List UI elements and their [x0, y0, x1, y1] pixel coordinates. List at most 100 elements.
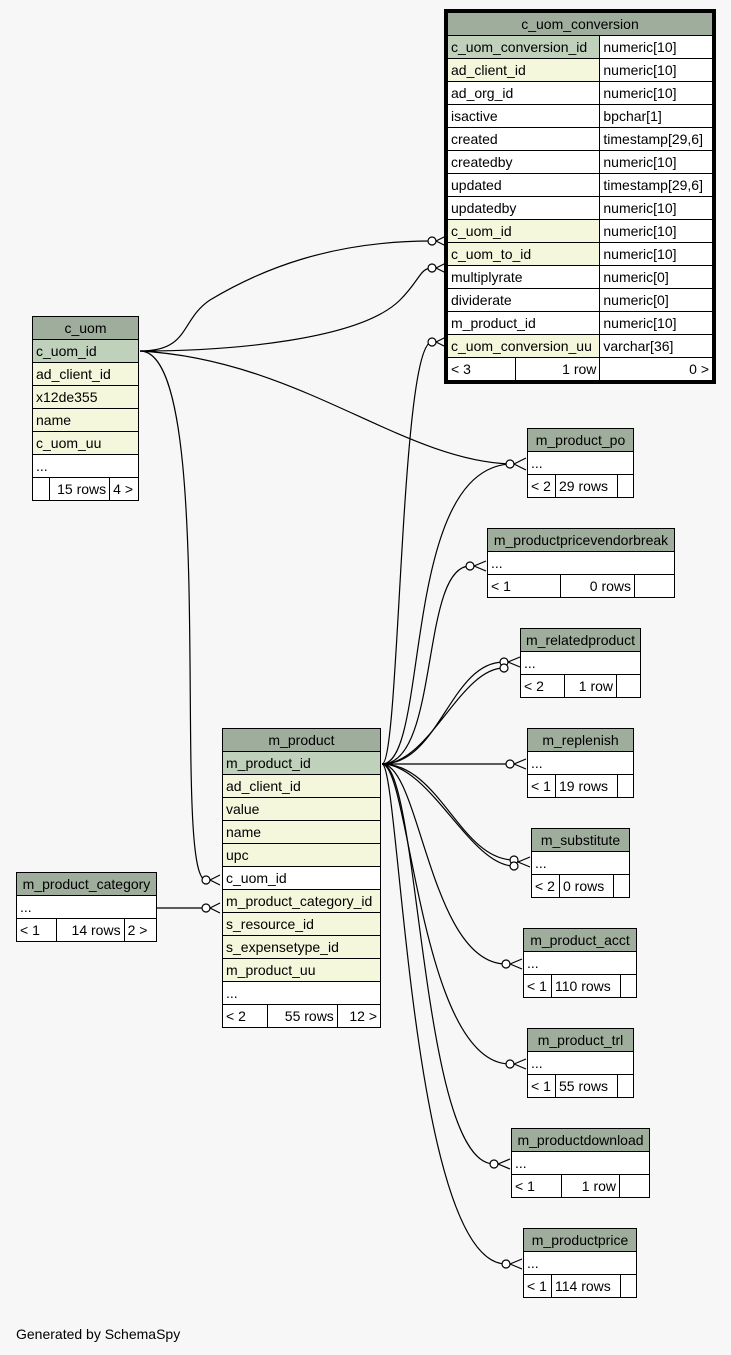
edge-relatedproduct-2 — [381, 667, 505, 765]
edge-product-po-c-uom — [139, 350, 511, 465]
row-count: 15 rows — [48, 477, 111, 501]
row-count: 1 row — [561, 1174, 620, 1198]
column-name: ... — [222, 981, 381, 1005]
column-type: numeric[10] — [599, 35, 713, 59]
parents-link[interactable]: < 3 — [447, 357, 516, 381]
edge-product-po — [381, 463, 511, 765]
edge-c-uom-conversion-c-uom — [139, 240, 433, 352]
children-link[interactable] — [617, 474, 634, 498]
row-count: 19 rows — [555, 774, 618, 798]
column-type: numeric[10] — [599, 242, 713, 266]
edge-substitute-2 — [381, 763, 515, 867]
column-name: ad_client_id — [222, 774, 381, 798]
table-title: m_product_po — [527, 428, 634, 452]
column-name: ... — [511, 1151, 650, 1175]
children-link[interactable] — [616, 674, 641, 698]
table-m-product[interactable]: m_product m_product_id ad_client_id valu… — [222, 728, 382, 1028]
edge-product-c-uom — [139, 350, 207, 881]
column-name: value — [222, 797, 381, 821]
column-name: multiplyrate — [446, 265, 601, 289]
children-link[interactable]: 2 > — [123, 918, 158, 942]
column-name: m_product_category_id — [222, 889, 381, 913]
parents-link[interactable]: < 1 — [523, 1274, 552, 1298]
column-type: numeric[10] — [599, 58, 713, 82]
children-link[interactable]: 12 > — [336, 1004, 382, 1028]
row-count: 55 rows — [555, 1074, 618, 1098]
parents-link[interactable]: < 2 — [531, 874, 560, 898]
table-title: m_productprice — [523, 1228, 637, 1252]
table-title: c_uom_conversion — [447, 12, 713, 36]
children-link[interactable] — [620, 1274, 637, 1298]
children-link[interactable]: 0 > — [599, 357, 713, 381]
edge-productpricevendorbreak — [381, 565, 471, 765]
children-link[interactable] — [634, 574, 675, 598]
column-name: updated — [446, 173, 601, 197]
parents-link[interactable]: < 1 — [487, 574, 561, 598]
edge-productprice — [381, 763, 507, 1265]
parents-link[interactable]: < 2 — [527, 474, 556, 498]
column-name: createdby — [446, 150, 601, 174]
column-name: ad_client_id — [446, 58, 601, 82]
column-type: timestamp[29,6] — [599, 127, 713, 151]
column-name: s_expensetype_id — [222, 935, 381, 959]
generated-by-note: Generated by SchemaSpy — [16, 1326, 181, 1342]
column-type: numeric[10] — [599, 150, 713, 174]
row-count: 0 rows — [559, 874, 614, 898]
children-link[interactable] — [617, 774, 634, 798]
column-name: ad_org_id — [446, 81, 601, 105]
parents-link[interactable]: < 1 — [511, 1174, 562, 1198]
column-type: bpchar[1] — [599, 104, 713, 128]
column-name: c_uom_id — [222, 866, 381, 890]
table-title: m_relatedproduct — [520, 628, 641, 652]
table-title: m_productpricevendorbreak — [487, 528, 675, 552]
column-name: ... — [523, 1251, 637, 1275]
column-type: varchar[36] — [599, 334, 713, 358]
parents-link[interactable]: < 1 — [16, 918, 57, 942]
parents-link[interactable]: < 2 — [520, 674, 565, 698]
column-name: upc — [222, 843, 381, 867]
column-name: ... — [32, 454, 139, 478]
column-name: m_product_id — [446, 311, 601, 335]
column-name: s_resource_id — [222, 912, 381, 936]
edge-productdownload — [381, 763, 495, 1165]
children-link[interactable]: 4 > — [109, 477, 139, 501]
children-link[interactable] — [619, 1174, 650, 1198]
parents-link[interactable] — [32, 477, 50, 501]
row-count: 14 rows — [56, 918, 125, 942]
column-name: ... — [520, 651, 641, 675]
column-type: timestamp[29,6] — [599, 173, 713, 197]
column-type: numeric[10] — [599, 196, 713, 220]
table-title: m_substitute — [531, 828, 630, 852]
table-title: m_product_category — [16, 872, 157, 896]
row-count: 29 rows — [555, 474, 618, 498]
edge-product-acct — [381, 763, 507, 965]
children-link[interactable] — [613, 874, 630, 898]
parents-link[interactable]: < 1 — [527, 1074, 556, 1098]
column-name: c_uom_conversion_uu — [446, 334, 601, 358]
column-name: ad_client_id — [32, 362, 139, 386]
column-name: c_uom_conversion_id — [446, 35, 601, 59]
children-link[interactable] — [617, 1074, 634, 1098]
children-link[interactable] — [620, 974, 637, 998]
table-title: m_replenish — [527, 728, 634, 752]
edge-c-uom-conversion-c-uom-to — [139, 267, 433, 352]
parents-link[interactable]: < 2 — [222, 1004, 268, 1028]
table-c-uom[interactable]: c_uom c_uom_id ad_client_id x12de355 nam… — [32, 316, 139, 501]
parents-link[interactable]: < 1 — [523, 974, 552, 998]
parents-link[interactable]: < 1 — [527, 774, 556, 798]
column-name: m_product_id — [222, 751, 381, 775]
row-count: 55 rows — [267, 1004, 338, 1028]
edge-uom-conversion-product — [381, 341, 433, 765]
